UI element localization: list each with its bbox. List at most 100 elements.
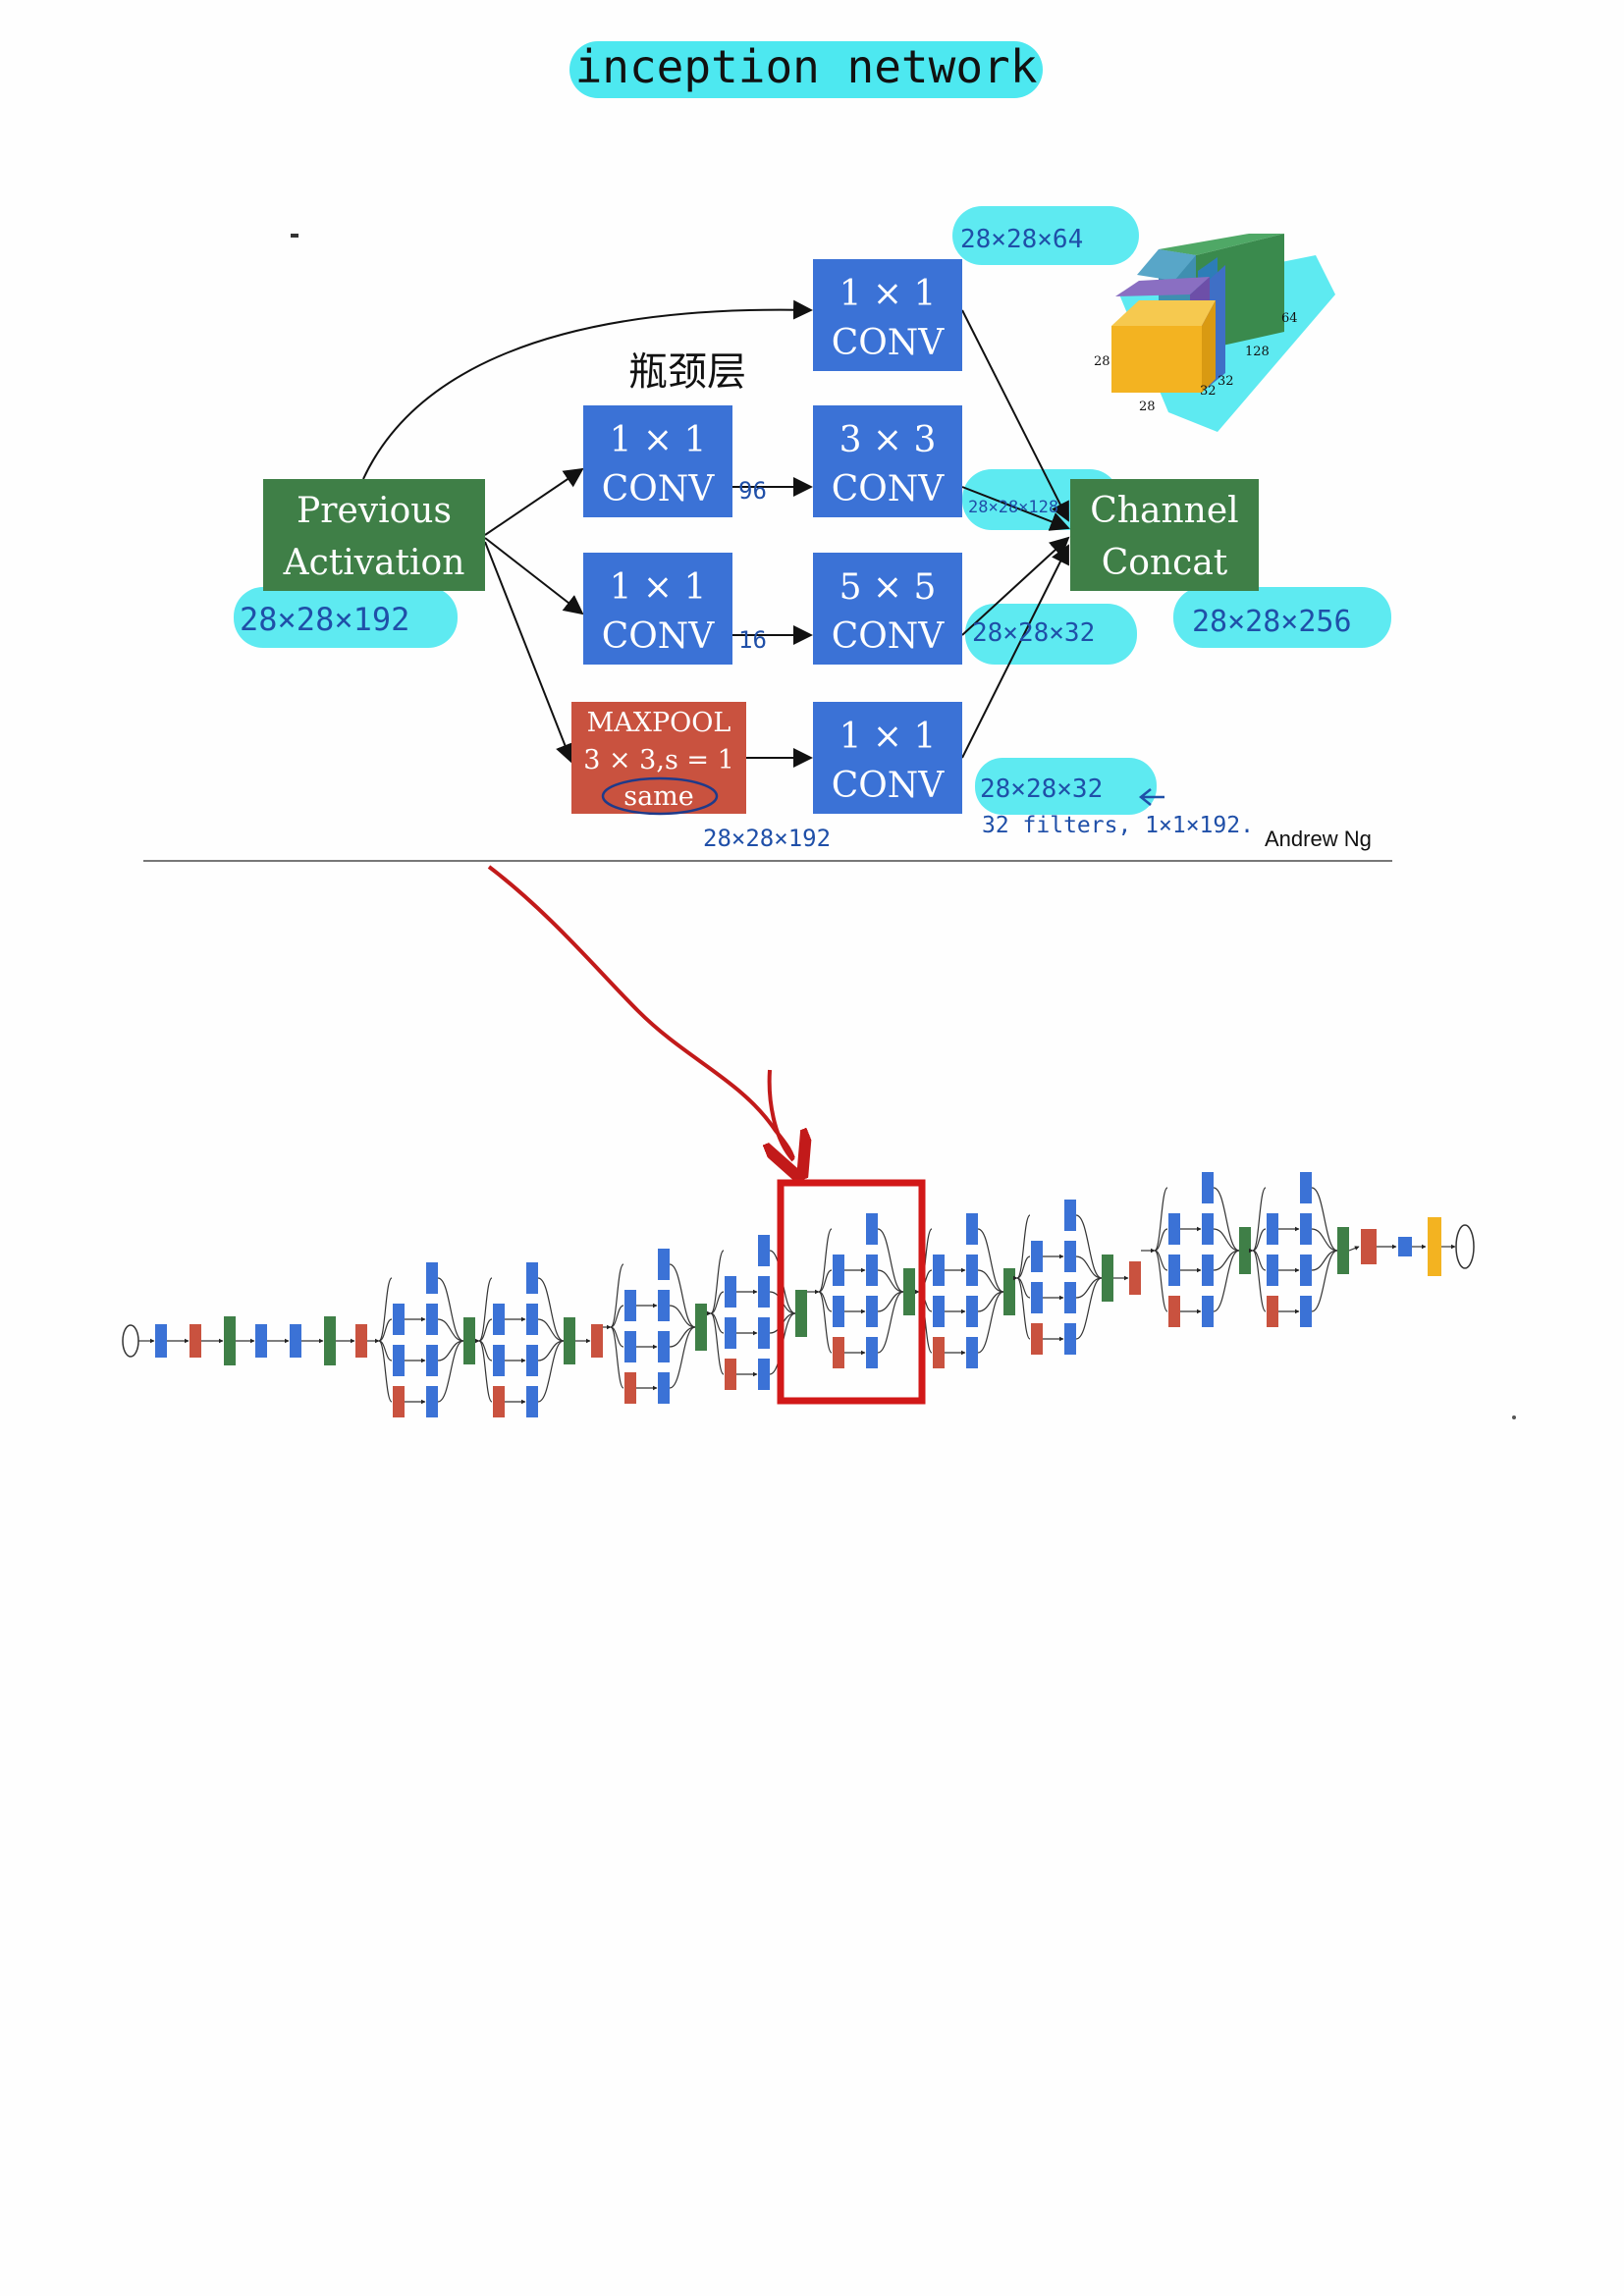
inception-module-3-layer bbox=[624, 1290, 636, 1321]
inception-module-7-conv bbox=[1064, 1200, 1076, 1231]
conv5x5-box: 5 × 5 CONV bbox=[813, 553, 962, 665]
network-edge bbox=[437, 1277, 464, 1342]
inception-module-7-conv bbox=[1064, 1241, 1076, 1272]
annotation-out-pool: 28×28×32 bbox=[980, 774, 1103, 804]
network-edge bbox=[610, 1326, 624, 1389]
network-edge bbox=[478, 1318, 493, 1342]
inception-module-5-conv bbox=[866, 1213, 878, 1245]
inception-module-7-layer bbox=[1031, 1241, 1043, 1272]
inception-module-6-layer bbox=[933, 1255, 945, 1286]
annotation-pool-dims: 28×28×192 bbox=[703, 825, 831, 852]
inception-module-3-conv bbox=[658, 1372, 670, 1404]
inception-module-5-layer bbox=[833, 1337, 844, 1368]
volume-label-128: 128 bbox=[1245, 345, 1270, 359]
stray-dot bbox=[1512, 1415, 1516, 1419]
module-connectors bbox=[362, 299, 1070, 768]
inception-module-2-layer bbox=[493, 1345, 505, 1376]
red-arrow-head-stroke bbox=[767, 1069, 795, 1162]
network-edge bbox=[1213, 1250, 1240, 1312]
inception-module-1-layer bbox=[393, 1345, 405, 1376]
network-edge bbox=[1154, 1187, 1168, 1252]
network-edge bbox=[877, 1228, 904, 1293]
inception-module-1-conv bbox=[426, 1304, 438, 1335]
inception-module-8-layer bbox=[1168, 1296, 1180, 1327]
inception-module-9-conv bbox=[1300, 1172, 1312, 1203]
network-edge bbox=[1348, 1246, 1360, 1252]
network-edge bbox=[710, 1291, 725, 1314]
network-edge bbox=[537, 1277, 565, 1342]
conv-label-line1: 1 × 1 bbox=[610, 420, 707, 460]
volume-label-28-bottom: 28 bbox=[1139, 400, 1156, 414]
network-edge bbox=[537, 1318, 565, 1342]
network-maxpool bbox=[1129, 1261, 1141, 1295]
network-edge bbox=[1016, 1277, 1031, 1340]
annotation-ch-96: 96 bbox=[738, 477, 767, 505]
inception-module-2-conv bbox=[526, 1304, 538, 1335]
conv-label-line2: CONV bbox=[832, 766, 946, 806]
volume-label-32b: 32 bbox=[1200, 384, 1217, 399]
network-edge bbox=[378, 1277, 393, 1342]
network-edge bbox=[1311, 1228, 1338, 1252]
maxpool-label-line2: 3 × 3,s = 1 bbox=[583, 745, 734, 775]
conv5-label-line2: CONV bbox=[832, 616, 946, 657]
stray-mark bbox=[291, 234, 298, 238]
conv-label-line2: CONV bbox=[832, 323, 946, 363]
title-text: inception network bbox=[575, 40, 1038, 93]
annotation-out-1x1: 28×28×64 bbox=[960, 225, 1083, 254]
network-edge bbox=[537, 1340, 565, 1403]
network-edge bbox=[610, 1263, 624, 1328]
inception-module-8-layer bbox=[1168, 1213, 1180, 1245]
volume-label-28-side: 28 bbox=[1094, 354, 1110, 369]
network-edge bbox=[1075, 1277, 1103, 1340]
network-edge bbox=[710, 1312, 725, 1375]
inception-module-1-conv bbox=[426, 1386, 438, 1417]
network-edge bbox=[1252, 1187, 1267, 1252]
inception-module-9-concat bbox=[1337, 1227, 1349, 1274]
output-volume-diagram: 64 128 32 32 28 28 bbox=[1094, 234, 1298, 414]
network-edge bbox=[1311, 1187, 1338, 1252]
inception-module-9-conv bbox=[1300, 1255, 1312, 1286]
network-edge bbox=[977, 1228, 1004, 1293]
conv-label-line1: 1 × 1 bbox=[610, 567, 707, 608]
inception-module-6-layer bbox=[933, 1337, 945, 1368]
stem-layer bbox=[324, 1316, 336, 1365]
inception-module-8-layer bbox=[1168, 1255, 1180, 1286]
inception-module-6-conv bbox=[966, 1296, 978, 1327]
network-edge bbox=[1075, 1255, 1103, 1279]
network-edge bbox=[378, 1318, 393, 1342]
bottleneck-conv1x1-lower: 1 × 1 CONV bbox=[583, 553, 732, 665]
inception-module-1-concat bbox=[463, 1317, 475, 1364]
inception-module-5-layer bbox=[833, 1255, 844, 1286]
network-edge bbox=[818, 1269, 833, 1293]
channel-concat-box: Channel Concat bbox=[1070, 479, 1259, 591]
conv3-label-line1: 3 × 3 bbox=[839, 420, 937, 460]
network-edge bbox=[977, 1291, 1004, 1354]
network-edge bbox=[1311, 1250, 1338, 1312]
maxpool-box: MAXPOOL 3 × 3,s = 1 same bbox=[571, 702, 746, 816]
inception-module-8-concat bbox=[1239, 1227, 1251, 1274]
inception-module-2-conv bbox=[526, 1345, 538, 1376]
conv-label-line1: 1 × 1 bbox=[839, 274, 937, 314]
annotation-ch-16: 16 bbox=[738, 626, 767, 654]
network-softmax bbox=[1428, 1217, 1441, 1276]
network-edge bbox=[478, 1340, 493, 1403]
inception-module-2-concat bbox=[564, 1317, 575, 1364]
inception-module-4-conv bbox=[758, 1359, 770, 1390]
conv5-label-line1: 5 × 5 bbox=[839, 567, 937, 608]
network-edge bbox=[478, 1277, 493, 1342]
inception-module-3-layer bbox=[624, 1372, 636, 1404]
network-fc bbox=[1398, 1237, 1412, 1256]
inception-module-4-conv bbox=[758, 1235, 770, 1266]
inception-module-3-conv bbox=[658, 1331, 670, 1362]
inception-module-5-conv bbox=[866, 1337, 878, 1368]
title-highlight bbox=[569, 41, 1043, 98]
inception-module-5-conv bbox=[866, 1255, 878, 1286]
network-edge bbox=[1154, 1250, 1168, 1312]
inception-module-6-layer bbox=[933, 1296, 945, 1327]
conv-label-line2: CONV bbox=[602, 616, 716, 657]
inception-module-7-conv bbox=[1064, 1282, 1076, 1313]
inception-module-6-conv bbox=[966, 1213, 978, 1245]
annotation-concat-dims: 28×28×256 bbox=[1192, 605, 1352, 639]
inception-module-4-layer bbox=[725, 1359, 736, 1390]
